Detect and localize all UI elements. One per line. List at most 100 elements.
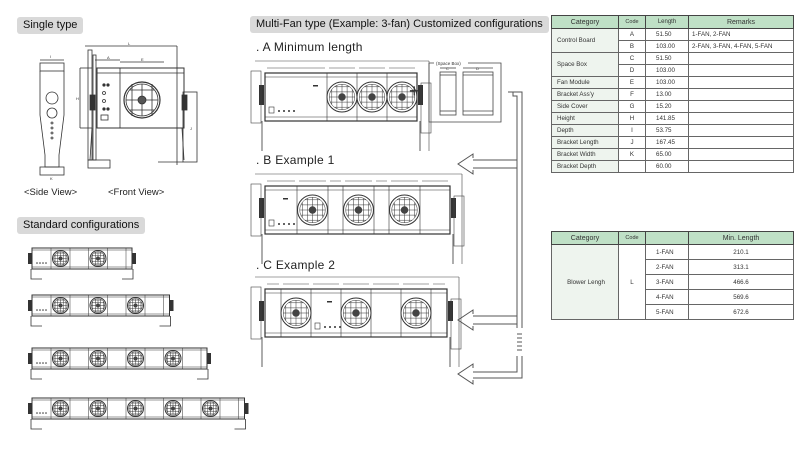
section-title-standard-configurations: Standard configurations <box>17 217 146 234</box>
spec-code-cell: B <box>618 40 646 53</box>
section-title-single-type: Single type <box>17 17 84 34</box>
fan-icon <box>89 350 107 367</box>
example-c-label: . C Example 2 <box>256 258 336 272</box>
fan-icon <box>127 400 144 417</box>
spec-remarks-cell <box>688 148 794 161</box>
dim-label-l: L <box>128 41 131 46</box>
standard-config-2-fan <box>28 247 136 280</box>
spec-table-header: Category Code Length Remarks <box>551 15 794 29</box>
dim-label-k: K <box>50 176 53 181</box>
spec-length-cell: 167.45 <box>645 136 689 149</box>
spec-code-cell: K <box>618 148 646 161</box>
side-view-drawing: I K <box>39 54 65 181</box>
fan-icon <box>89 297 107 314</box>
dim-label-e: E <box>141 57 144 62</box>
fan-icon <box>389 194 420 226</box>
spec-code-cell: H <box>618 112 646 125</box>
spec-length-cell: 103.00 <box>645 64 689 77</box>
spec-length-cell: 13.00 <box>645 88 689 101</box>
header-min-length: Min. Length <box>688 231 794 245</box>
fan-icon <box>326 81 358 113</box>
length-min-cell: 672.6 <box>688 304 794 320</box>
dim-label-j: J <box>190 126 192 131</box>
side-view-caption: <Side View> <box>24 187 78 198</box>
front-view-caption: <Front View> <box>108 187 165 198</box>
example-c-drawing <box>250 276 462 367</box>
spec-category-cell: Fan Module <box>551 76 619 89</box>
plus-sign: + <box>409 81 420 101</box>
standard-configurations-drawing <box>28 247 249 430</box>
fan-icon <box>280 297 312 329</box>
fan-icon <box>343 194 374 226</box>
length-fans-cell: 3-FAN <box>645 274 689 290</box>
fan-icon <box>164 350 182 367</box>
spec-category-cell: Control Board <box>551 28 619 53</box>
spec-remarks-cell <box>688 100 794 113</box>
fan-icon <box>297 194 328 226</box>
spec-category-cell: Side Cover <box>551 100 619 113</box>
insertion-arrows <box>457 91 523 385</box>
header-category: Category <box>551 231 619 245</box>
example-b-label: . B Example 1 <box>256 153 335 167</box>
spec-remarks-cell <box>688 112 794 125</box>
spec-table: Category Code Length Remarks Control Boa… <box>551 15 794 173</box>
fan-icon <box>386 81 418 113</box>
section-title-multi-fan: Multi-Fan type (Example: 3-fan) Customiz… <box>250 16 549 33</box>
example-b-drawing <box>250 173 465 264</box>
spec-length-cell: 15.20 <box>645 100 689 113</box>
example-a-drawing <box>250 60 432 151</box>
spec-category-cell: Bracket Depth <box>551 160 619 173</box>
fan-icon <box>340 297 372 329</box>
spec-category-cell: Bracket Ass'y <box>551 88 619 101</box>
dim-label-h: H <box>76 96 79 101</box>
length-min-cell: 466.6 <box>688 274 794 290</box>
length-min-cell: 210.1 <box>688 244 794 260</box>
spec-code-cell: F <box>618 88 646 101</box>
length-min-cell: 569.6 <box>688 289 794 305</box>
fan-icon <box>52 250 69 267</box>
header-fans <box>645 231 689 245</box>
spec-length-cell: 53.75 <box>645 124 689 137</box>
fan-icon <box>89 250 107 267</box>
spec-length-cell: 51.50 <box>645 52 689 65</box>
spec-remarks-cell <box>688 88 794 101</box>
fan-icon <box>356 81 388 113</box>
multi-fan-drawings <box>250 60 465 367</box>
front-view-drawing: L A E H J <box>76 41 198 169</box>
length-fans-cell: 5-FAN <box>645 304 689 320</box>
spec-code-cell: E <box>618 76 646 89</box>
fan-icon <box>127 350 144 367</box>
spec-remarks-cell <box>688 136 794 149</box>
length-category-cell: Blower Lengh <box>551 244 619 320</box>
spec-category-cell: Height <box>551 112 619 125</box>
standard-config-5-fan <box>28 397 249 430</box>
spec-category-cell: Bracket Width <box>551 148 619 161</box>
fan-icon <box>52 297 69 314</box>
header-length: Length <box>645 15 689 29</box>
space-box-caption: (Space Box) <box>436 61 461 66</box>
spec-code-cell: C <box>618 52 646 65</box>
length-fans-cell: 4-FAN <box>645 289 689 305</box>
fan-icon <box>52 350 69 367</box>
spec-remarks-cell <box>688 160 794 173</box>
spec-remarks-cell <box>688 64 794 77</box>
fan-icon <box>52 400 69 417</box>
length-code-cell: L <box>618 244 646 320</box>
spec-length-cell: 65.00 <box>645 148 689 161</box>
header-code: Code <box>618 15 646 29</box>
spec-category-cell: Depth <box>551 124 619 137</box>
spec-category-cell: Bracket Length <box>551 136 619 149</box>
spec-code-cell: G <box>618 100 646 113</box>
fan-icon <box>164 400 182 417</box>
